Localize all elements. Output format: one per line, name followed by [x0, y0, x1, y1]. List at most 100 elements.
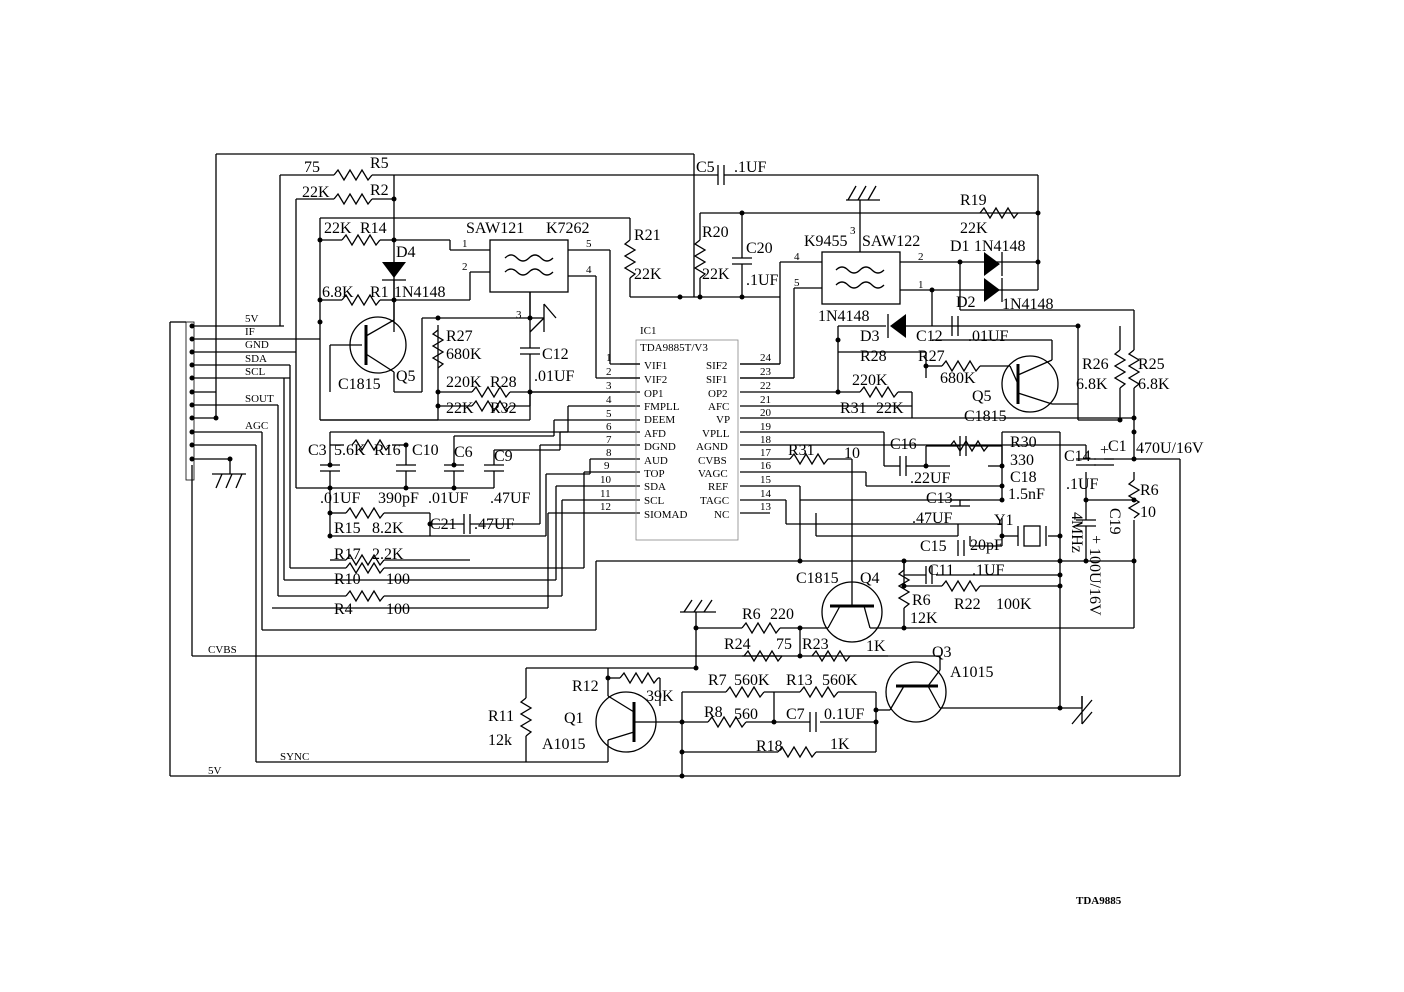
- pin-label-if: IF: [245, 326, 255, 338]
- d2-part: 1N4148: [1002, 296, 1054, 313]
- c13-value: .47UF: [912, 510, 953, 527]
- ic-pin-num: 13: [760, 501, 772, 513]
- pin-label-cvbs: CVBS: [208, 644, 237, 656]
- r10-value: 100: [386, 571, 410, 588]
- r6b-value: 12K: [910, 610, 938, 627]
- transistor-q4: [821, 581, 883, 643]
- r6c-label: R6: [742, 606, 761, 623]
- pin-label-agc: AGC: [245, 420, 268, 432]
- saw121-ref: SAW121: [466, 220, 524, 237]
- c10-label: C10: [412, 442, 439, 459]
- pin-label-gnd: GND: [245, 339, 269, 351]
- ic-pin-name: OP2: [708, 388, 728, 400]
- ic-pin-name: AGND: [696, 441, 728, 453]
- c10-value: 390pF: [378, 490, 419, 507]
- d1-label: D1: [950, 238, 970, 255]
- q4-part: C1815: [796, 570, 839, 587]
- c1-label: C1: [1108, 438, 1127, 455]
- capacitors: [320, 165, 1114, 732]
- r6b-label: R6: [912, 592, 931, 609]
- ic-pin-name: OP1: [644, 388, 664, 400]
- ic-left-pins: 1 VIF1 2 VIF2 3 OP1 4 FMPLL 5 DEEM 6 AFD…: [600, 352, 687, 521]
- c20-label: C20: [746, 240, 773, 257]
- ic-pin-num: 6: [606, 421, 612, 433]
- saw122-pin5: 5: [794, 277, 800, 289]
- c11-value: .1UF: [972, 562, 1005, 579]
- ic-pin-name: VP: [716, 414, 730, 426]
- r20-label: R20: [702, 224, 729, 241]
- r11-label: R11: [488, 708, 514, 725]
- q5b-label: Q5: [972, 388, 992, 405]
- component-labels: 75 R5 22K R2 22K R14 D4 6.8K R1 1N4148 C…: [302, 155, 1204, 907]
- saw122-filter: 3 4 5 2 1: [794, 225, 924, 305]
- c1-value: 470U/16V: [1136, 440, 1204, 457]
- ic-pin-name: VIF1: [644, 360, 667, 372]
- d3-part: 1N4148: [818, 308, 870, 325]
- d1-part: 1N4148: [974, 238, 1026, 255]
- c7-label: C7: [786, 706, 805, 723]
- r16-value: 5.6K: [334, 442, 366, 459]
- ic-pin-num: 16: [760, 460, 772, 472]
- c15-value: 20pF: [970, 537, 1003, 554]
- saw121-pin3: 3: [516, 309, 522, 321]
- saw122-pin2: 2: [918, 251, 924, 263]
- y1-value: 4MHz: [1068, 512, 1085, 553]
- ic-pin-num: 2: [606, 366, 612, 378]
- saw122-pin4: 4: [794, 251, 800, 263]
- r15-value: 8.2K: [372, 520, 404, 537]
- c16-value: .22UF: [910, 470, 951, 487]
- ic-tda9885: IC1 TDA9885T/V3: [620, 325, 794, 541]
- ic-pin-num: 11: [600, 488, 611, 500]
- q1-label: Q1: [564, 710, 584, 727]
- ic-pin-name: CVBS: [698, 455, 727, 467]
- saw122-pin3: 3: [850, 225, 856, 237]
- r10-label: R10: [334, 571, 361, 588]
- r13-label: R13: [786, 672, 813, 689]
- r28b-value: 220K: [852, 372, 888, 389]
- r17-label: R17: [334, 546, 361, 563]
- r28b-label: R28: [860, 348, 887, 365]
- wiring-right: [525, 200, 1180, 776]
- r31b-label: R31: [788, 442, 815, 459]
- r32-label: R32: [490, 400, 517, 417]
- transistors: [349, 316, 1059, 753]
- c12a-value: .01UF: [534, 368, 575, 385]
- r27a-value: 680K: [446, 346, 482, 363]
- ic-pin-name: VIF2: [644, 374, 667, 386]
- c16-label: C16: [890, 436, 917, 453]
- ic-pin-num: 5: [606, 408, 612, 420]
- svg-text:+: +: [1092, 532, 1101, 549]
- ic-pin-num: 4: [606, 394, 612, 406]
- c15-label: C15: [920, 538, 947, 555]
- r22-label: R22: [954, 596, 981, 613]
- c3-label: C3: [308, 442, 327, 459]
- saw121-part: K7262: [546, 220, 590, 237]
- r1-value: 6.8K: [322, 284, 354, 301]
- r11-value: 12k: [488, 732, 512, 749]
- r28a-label: R28: [490, 374, 517, 391]
- c18-value: 1.5nF: [1008, 486, 1045, 503]
- saw121-filter: 1 2 3 4 5: [462, 238, 592, 321]
- r8-value: 560: [734, 706, 758, 723]
- ic-pin-name: VPLL: [702, 428, 730, 440]
- r14-label: R14: [360, 220, 387, 237]
- r21-value: 22K: [634, 266, 662, 283]
- c14-value: .1UF: [1066, 476, 1099, 493]
- ground-symbols: [529, 185, 1093, 725]
- ic-pin-num: 19: [760, 421, 772, 433]
- ic-pin-num: 3: [606, 380, 612, 392]
- c9-label: C9: [494, 448, 513, 465]
- ic-pin-name: DEEM: [644, 414, 675, 426]
- c21-label: C21: [430, 516, 457, 533]
- ic-pin-num: 9: [604, 460, 610, 472]
- r18-label: R18: [756, 738, 783, 755]
- ic-right-pins: 24 SIF2 23 SIF1 22 OP2 21 AFC 20 VP 19 V…: [696, 352, 772, 521]
- pin-label-5v-bottom: 5V: [208, 765, 222, 777]
- c19-value: 100U/16V: [1086, 548, 1103, 616]
- ic-pin-name: AFC: [708, 401, 729, 413]
- r2-value: 22K: [302, 184, 330, 201]
- pin-label-sout: SOUT: [245, 393, 274, 405]
- ic-pin-num: 7: [606, 434, 612, 446]
- c21-value: .47UF: [474, 516, 515, 533]
- ic-pin-name: NC: [714, 509, 729, 521]
